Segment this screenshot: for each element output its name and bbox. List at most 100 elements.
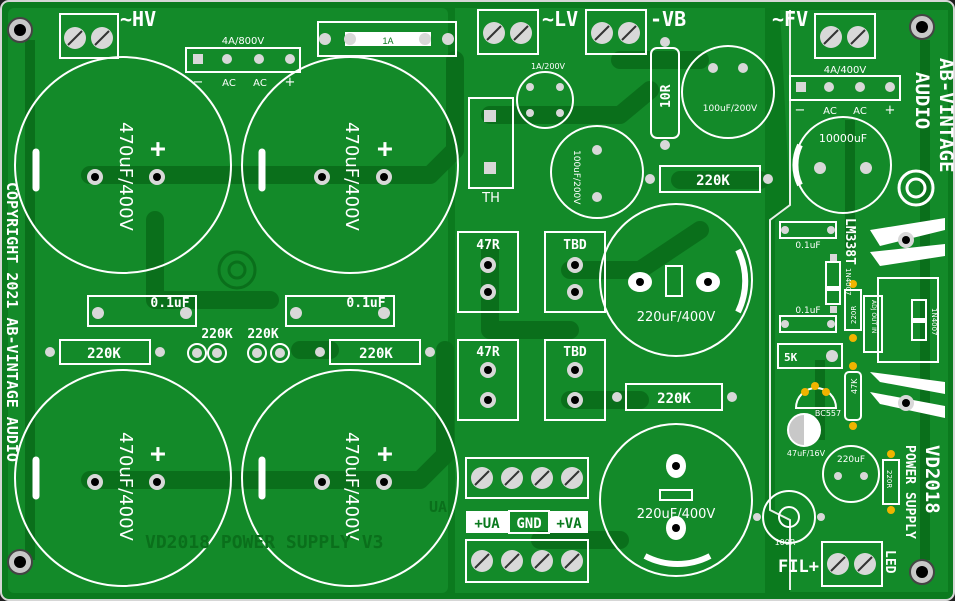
- label-lv: ~LV: [542, 7, 578, 31]
- pad-pairs-220k: [187, 343, 290, 363]
- label-film-center: 0.1uF: [346, 296, 385, 311]
- cap-220u-small: [822, 445, 880, 503]
- terminal-4pos-bottom: [465, 539, 589, 583]
- label-led: LED: [882, 550, 897, 574]
- label-cap-470u-tl: 470uF/400V: [115, 122, 136, 232]
- label-cap-220u-small: 220uF: [837, 455, 865, 465]
- label-cap-470u-br: 470uF/400V: [341, 432, 362, 542]
- label-cap-100u-a: 100uF/200V: [703, 104, 758, 114]
- tube-logo: [217, 250, 257, 290]
- heatsink: [870, 218, 945, 418]
- brand-line2: AUDIO: [911, 72, 933, 129]
- terminal-lv: [477, 9, 539, 55]
- label-vb: -VB: [650, 7, 686, 31]
- mounting-holes: [7, 14, 935, 585]
- cap-470u-plus: + + + +: [150, 134, 393, 469]
- label-bc557: BC557: [815, 409, 841, 418]
- label-reg-pins: ADJ OUT IN: [870, 300, 877, 333]
- label-100r: 100R: [775, 538, 796, 547]
- terminal-hv: [59, 13, 119, 59]
- film-cap-small-a: [779, 221, 837, 239]
- label-220k-top: 220K: [696, 173, 730, 189]
- label-220r-a: 220R: [850, 306, 858, 324]
- terminal-vb: [585, 9, 647, 55]
- cap-100u-b: [550, 125, 644, 219]
- diode-b: [911, 299, 927, 341]
- label-film-left: 0.1uF: [150, 296, 189, 311]
- cap-47u: [787, 413, 821, 447]
- fuse-holder: [317, 21, 457, 57]
- label-bridge-hv-plus: +: [285, 75, 296, 90]
- film-caps: [87, 295, 395, 327]
- cap-100u-a: [681, 45, 775, 139]
- terminal-label-boxes: [466, 510, 588, 534]
- label-cap-100u-b: 100uF/200V: [571, 150, 581, 205]
- terminal-fil-led: [821, 541, 883, 587]
- label-10r: 10R: [659, 84, 674, 108]
- mount-hole-tl: [7, 17, 33, 43]
- isolation-gap: [769, 10, 791, 590]
- film-cap-small-b: [779, 315, 837, 333]
- resistor-boxes: [457, 231, 606, 421]
- label-bridge-fv-plus: +: [885, 103, 896, 118]
- resistor-220r-b: [882, 450, 900, 514]
- heatsink-pads: [898, 232, 914, 411]
- label-bridge-hv-ac2: AC: [253, 78, 267, 89]
- thermistor: [468, 97, 514, 189]
- bridge-small: [516, 71, 574, 129]
- brand-line1: AB-VINTAGE: [935, 58, 955, 172]
- label-diode-a: 1N4007: [844, 268, 852, 296]
- mount-hole-br: [909, 559, 935, 585]
- bridge-hv: [185, 47, 301, 73]
- label-bridge-fv-minus: −: [795, 103, 806, 118]
- label-film-small-b: 0.1uF: [795, 306, 820, 316]
- terminal-4pos-top: [465, 457, 589, 499]
- label-film-small-a: 0.1uF: [795, 241, 820, 251]
- film-cap-pads: [92, 307, 390, 319]
- terminal-gnd: GND: [516, 516, 541, 532]
- subtitle-power-supply: POWER SUPPLY: [902, 445, 917, 539]
- label-diode-b: 1N4007: [930, 308, 938, 336]
- mount-hole-tr: [909, 14, 935, 40]
- label-th: TH: [481, 191, 500, 206]
- svg-text:+: +: [377, 134, 393, 164]
- terminal-ua: +UA: [474, 516, 500, 532]
- bridge-fv: [789, 75, 901, 101]
- label-tbd-a: TBD: [563, 238, 587, 253]
- copyright-text: COPYRIGHT 2021 AB-VINTAGE AUDIO: [3, 182, 21, 462]
- title-vd2018: VD2018: [921, 445, 943, 514]
- label-220k-mid: 220K: [657, 391, 691, 407]
- cap-10000u: [792, 116, 892, 214]
- label-cap-470u-tr: 470uF/400V: [341, 122, 362, 232]
- label-bridge-hv-rating: 4A/800V: [222, 36, 265, 47]
- label-fil: FIL+: [778, 557, 819, 577]
- label-bridge-hv-minus: −: [193, 75, 204, 90]
- svg-text:+: +: [150, 134, 166, 164]
- cap-470u-pads: [87, 169, 392, 490]
- transistor-bc557: [794, 382, 838, 409]
- label-pad-220k-b: 220K: [247, 327, 278, 342]
- label-regulator: LM338T: [842, 218, 857, 265]
- cap-220u-b: [599, 423, 753, 577]
- label-bridge-fv-rating: 4A/400V: [824, 65, 867, 76]
- label-fv: ~FV: [772, 7, 808, 31]
- label-cap-10000u: 10000uF: [819, 132, 867, 145]
- trimmer-5k: [777, 343, 843, 369]
- label-trim-5k: 5K: [784, 351, 798, 364]
- terminal-va: +VA: [556, 516, 582, 532]
- label-bridge-hv-ac1: AC: [222, 78, 236, 89]
- label-47k: 47K: [850, 378, 859, 394]
- label-bridge-fv-ac2: AC: [853, 106, 867, 117]
- diode-a: [825, 254, 841, 313]
- label-220k-center: 220K: [359, 346, 393, 362]
- ghost-ua: UA: [429, 498, 447, 516]
- label-cap-220u-b: 220uF/400V: [637, 507, 716, 522]
- label-47r-a: 47R: [476, 238, 500, 253]
- cap-470u-bands: [32, 148, 266, 500]
- resistor-100r: [753, 490, 825, 544]
- label-47r-b: 47R: [476, 345, 500, 360]
- label-tbd-b: TBD: [563, 345, 587, 360]
- cap-470u-group: [14, 56, 459, 587]
